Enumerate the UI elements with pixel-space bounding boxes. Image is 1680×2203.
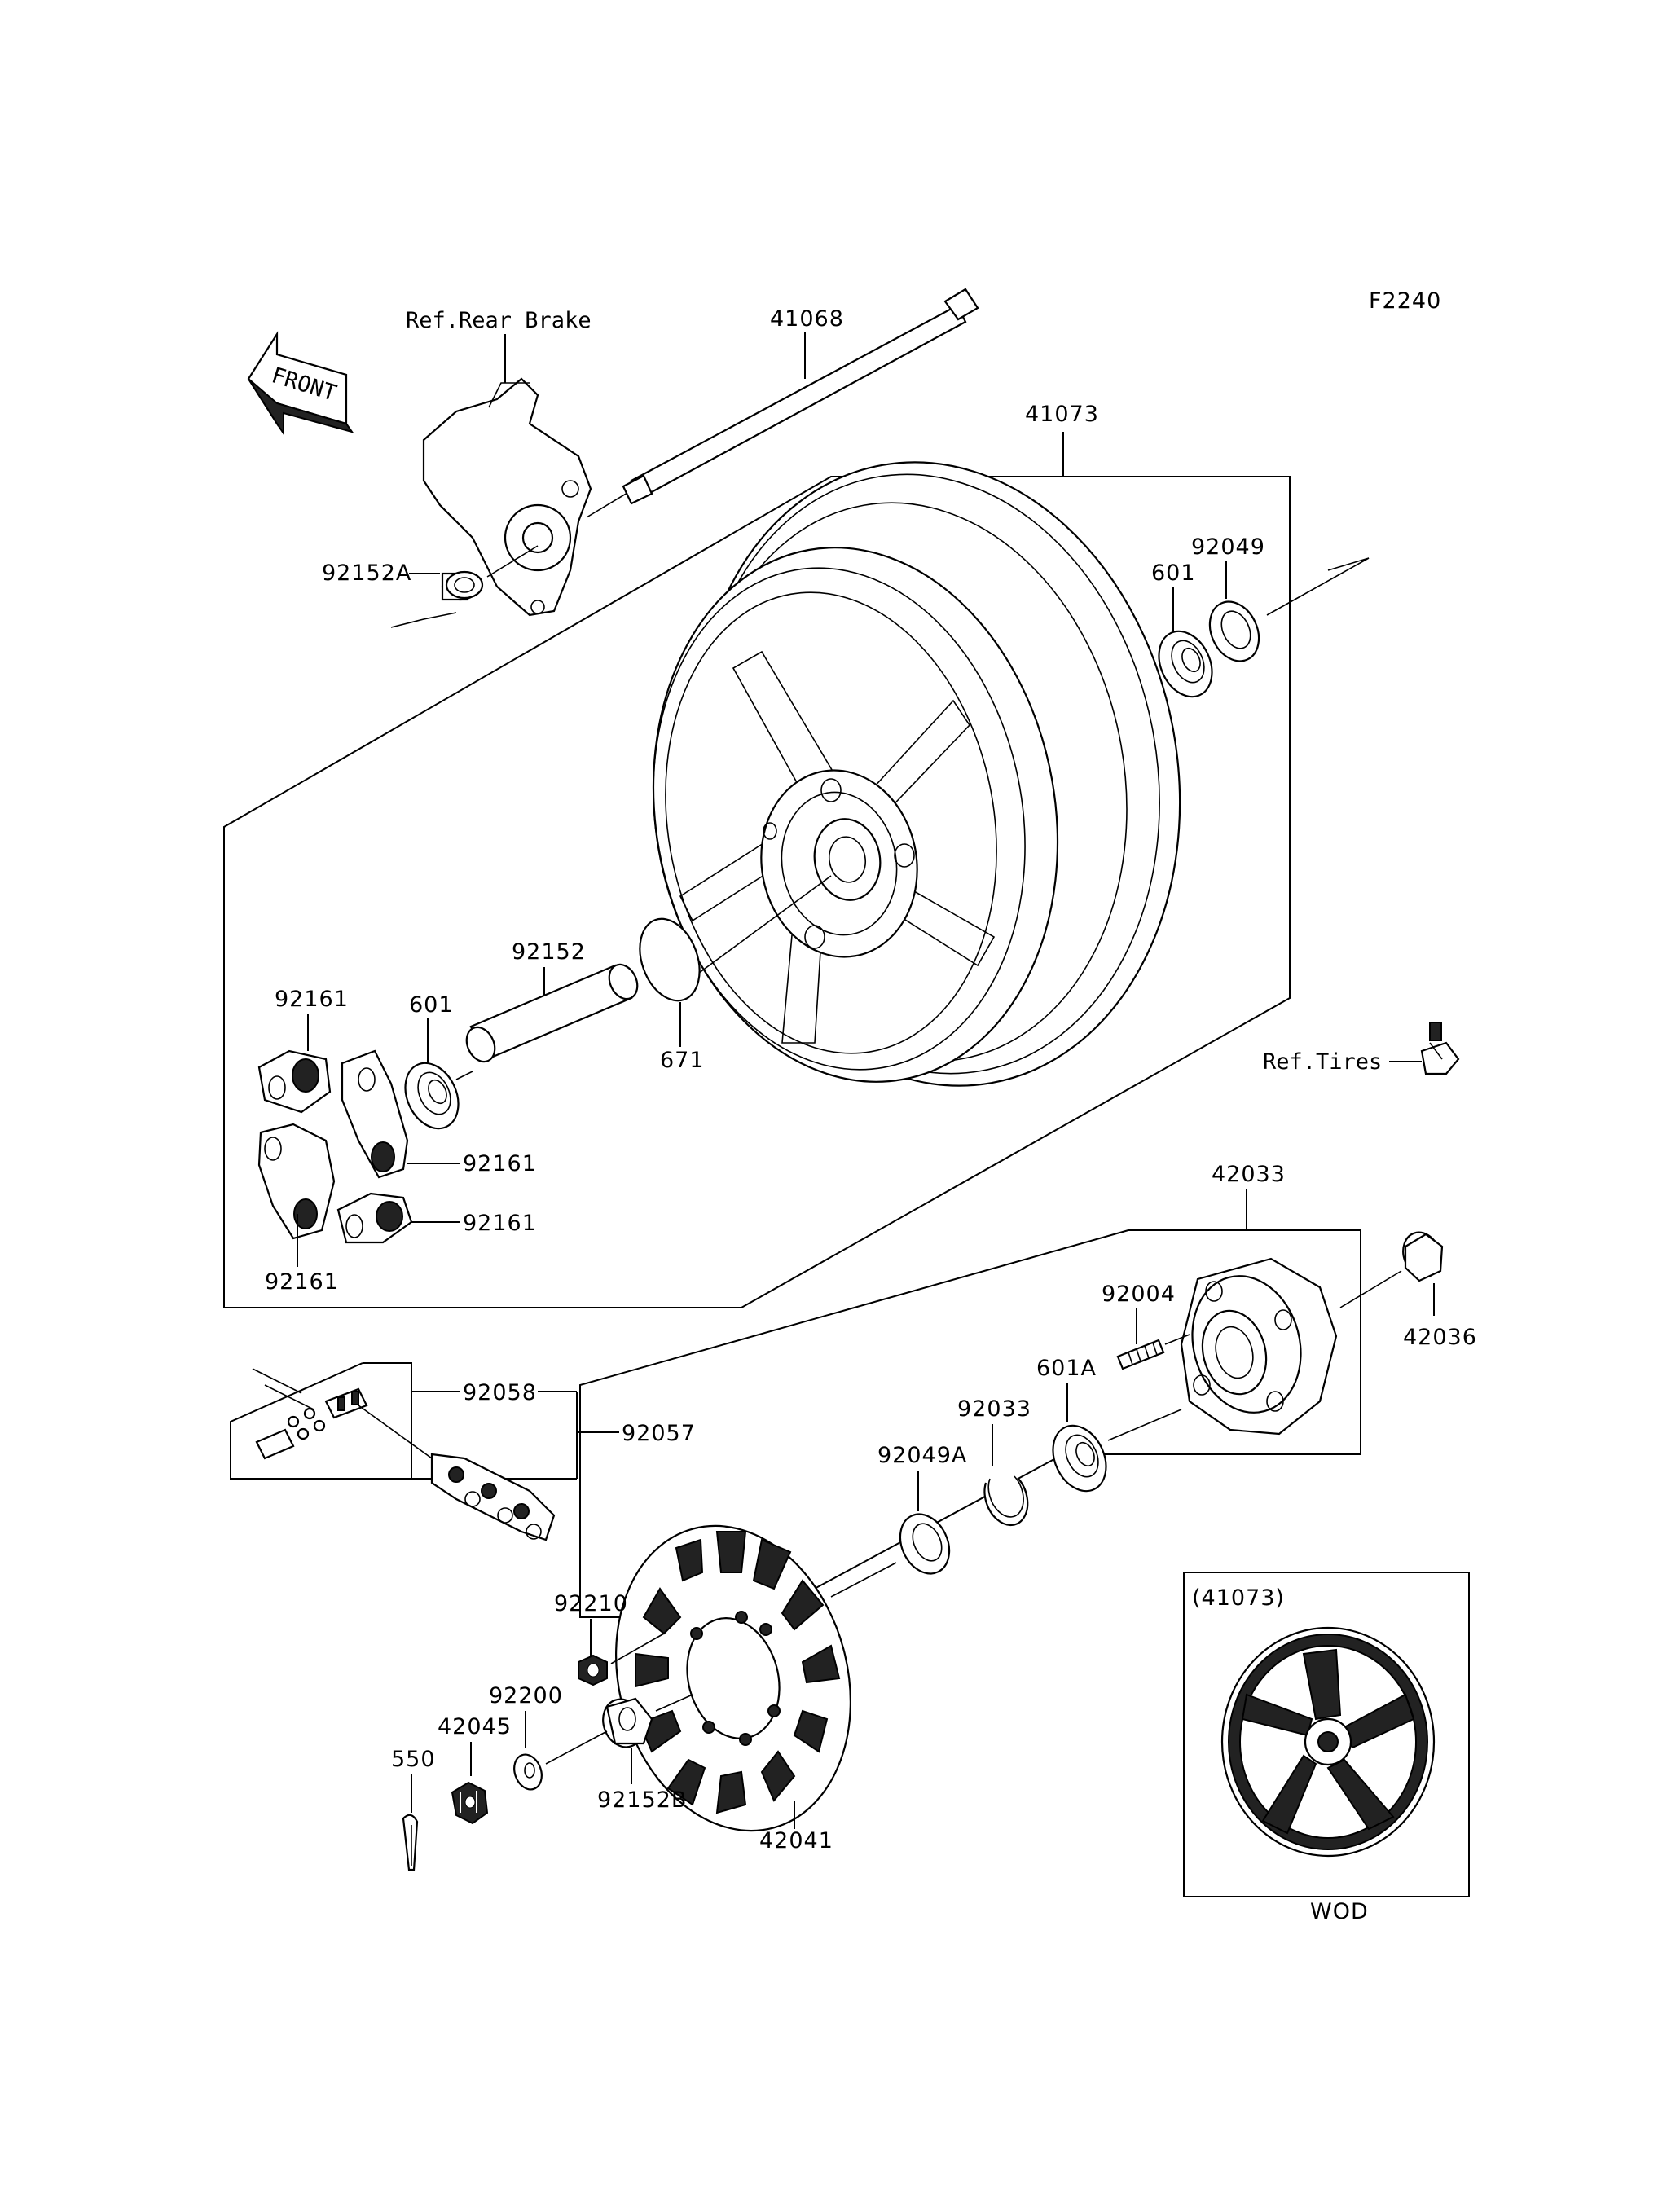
label-92161-a: 92161 <box>275 987 349 1012</box>
group-41073-boundary <box>223 476 1291 1308</box>
label-41068: 41068 <box>770 306 844 332</box>
damper-92161-b-icon <box>341 1049 409 1179</box>
collar-92152A-icon <box>441 570 484 601</box>
sprocket-hub-42033-icon <box>1180 1257 1338 1436</box>
damper-92161-c-icon <box>257 1123 336 1240</box>
label-42045: 42045 <box>438 1714 512 1739</box>
inset-wheel-icon <box>1220 1626 1436 1858</box>
ref-tires: Ref.Tires <box>1263 1049 1382 1075</box>
label-671: 671 <box>660 1048 705 1073</box>
diagram-id: F2240 <box>1369 288 1441 314</box>
label-601-top: 601 <box>1151 561 1196 586</box>
label-92152: 92152 <box>512 939 586 965</box>
damper-92161-d-icon <box>336 1192 413 1244</box>
stud-92004-icon <box>1116 1339 1165 1370</box>
axle-icon <box>622 288 979 505</box>
inset-caption: WOD <box>1310 1899 1369 1924</box>
cotter-pin-550-icon <box>402 1814 419 1871</box>
ref-rear-brake: Ref.Rear Brake <box>406 308 592 333</box>
bearing-601-top-icon <box>1158 630 1213 698</box>
label-42033: 42033 <box>1212 1162 1286 1187</box>
cap-42036-icon <box>1402 1231 1444 1282</box>
washer-92200-icon <box>513 1753 543 1791</box>
bearing-601-left-icon <box>404 1062 460 1130</box>
label-92057: 92057 <box>622 1421 696 1446</box>
seal-92049A-icon <box>899 1513 951 1575</box>
label-92004: 92004 <box>1102 1282 1176 1307</box>
valve-icon <box>1420 1022 1460 1075</box>
label-92210: 92210 <box>554 1591 628 1616</box>
inset-part-ref: (41073) <box>1192 1585 1285 1611</box>
label-92152A: 92152A <box>322 561 411 586</box>
collar-92152B-icon <box>602 1697 653 1748</box>
circlip-92033-icon <box>983 1475 1029 1527</box>
sprocket-icon <box>615 1524 851 1832</box>
label-92058: 92058 <box>463 1380 537 1405</box>
front-arrow-icon: FRONT <box>247 331 354 437</box>
o-ring-671-icon <box>639 917 701 1002</box>
chain-icon <box>252 1368 556 1541</box>
brake-caliper-bracket-icon <box>422 377 592 617</box>
label-601-left: 601 <box>409 992 454 1018</box>
label-92161-d: 92161 <box>463 1211 537 1236</box>
label-92049: 92049 <box>1191 534 1265 560</box>
label-92152B: 92152B <box>597 1787 687 1813</box>
label-601A: 601A <box>1036 1356 1097 1381</box>
label-42041: 42041 <box>759 1828 833 1853</box>
label-41073: 41073 <box>1025 402 1099 427</box>
label-92033: 92033 <box>957 1396 1031 1422</box>
collar-92152-icon <box>465 963 639 1063</box>
label-92200: 92200 <box>489 1683 563 1708</box>
inset-box <box>1183 1572 1470 1897</box>
label-92161-b: 92161 <box>463 1151 537 1176</box>
rear-wheel-icon <box>652 461 1181 1087</box>
label-42036: 42036 <box>1403 1325 1477 1350</box>
label-92161-c: 92161 <box>265 1269 339 1295</box>
castle-nut-42045-icon <box>451 1781 489 1825</box>
chain-group-boundary <box>230 1362 412 1480</box>
nut-92210-icon <box>578 1654 608 1686</box>
bearing-601A-icon <box>1052 1424 1107 1493</box>
damper-92161-a-icon <box>257 1049 332 1114</box>
label-92049A: 92049A <box>877 1443 967 1468</box>
label-550: 550 <box>391 1747 436 1772</box>
seal-92049-icon <box>1208 600 1260 662</box>
